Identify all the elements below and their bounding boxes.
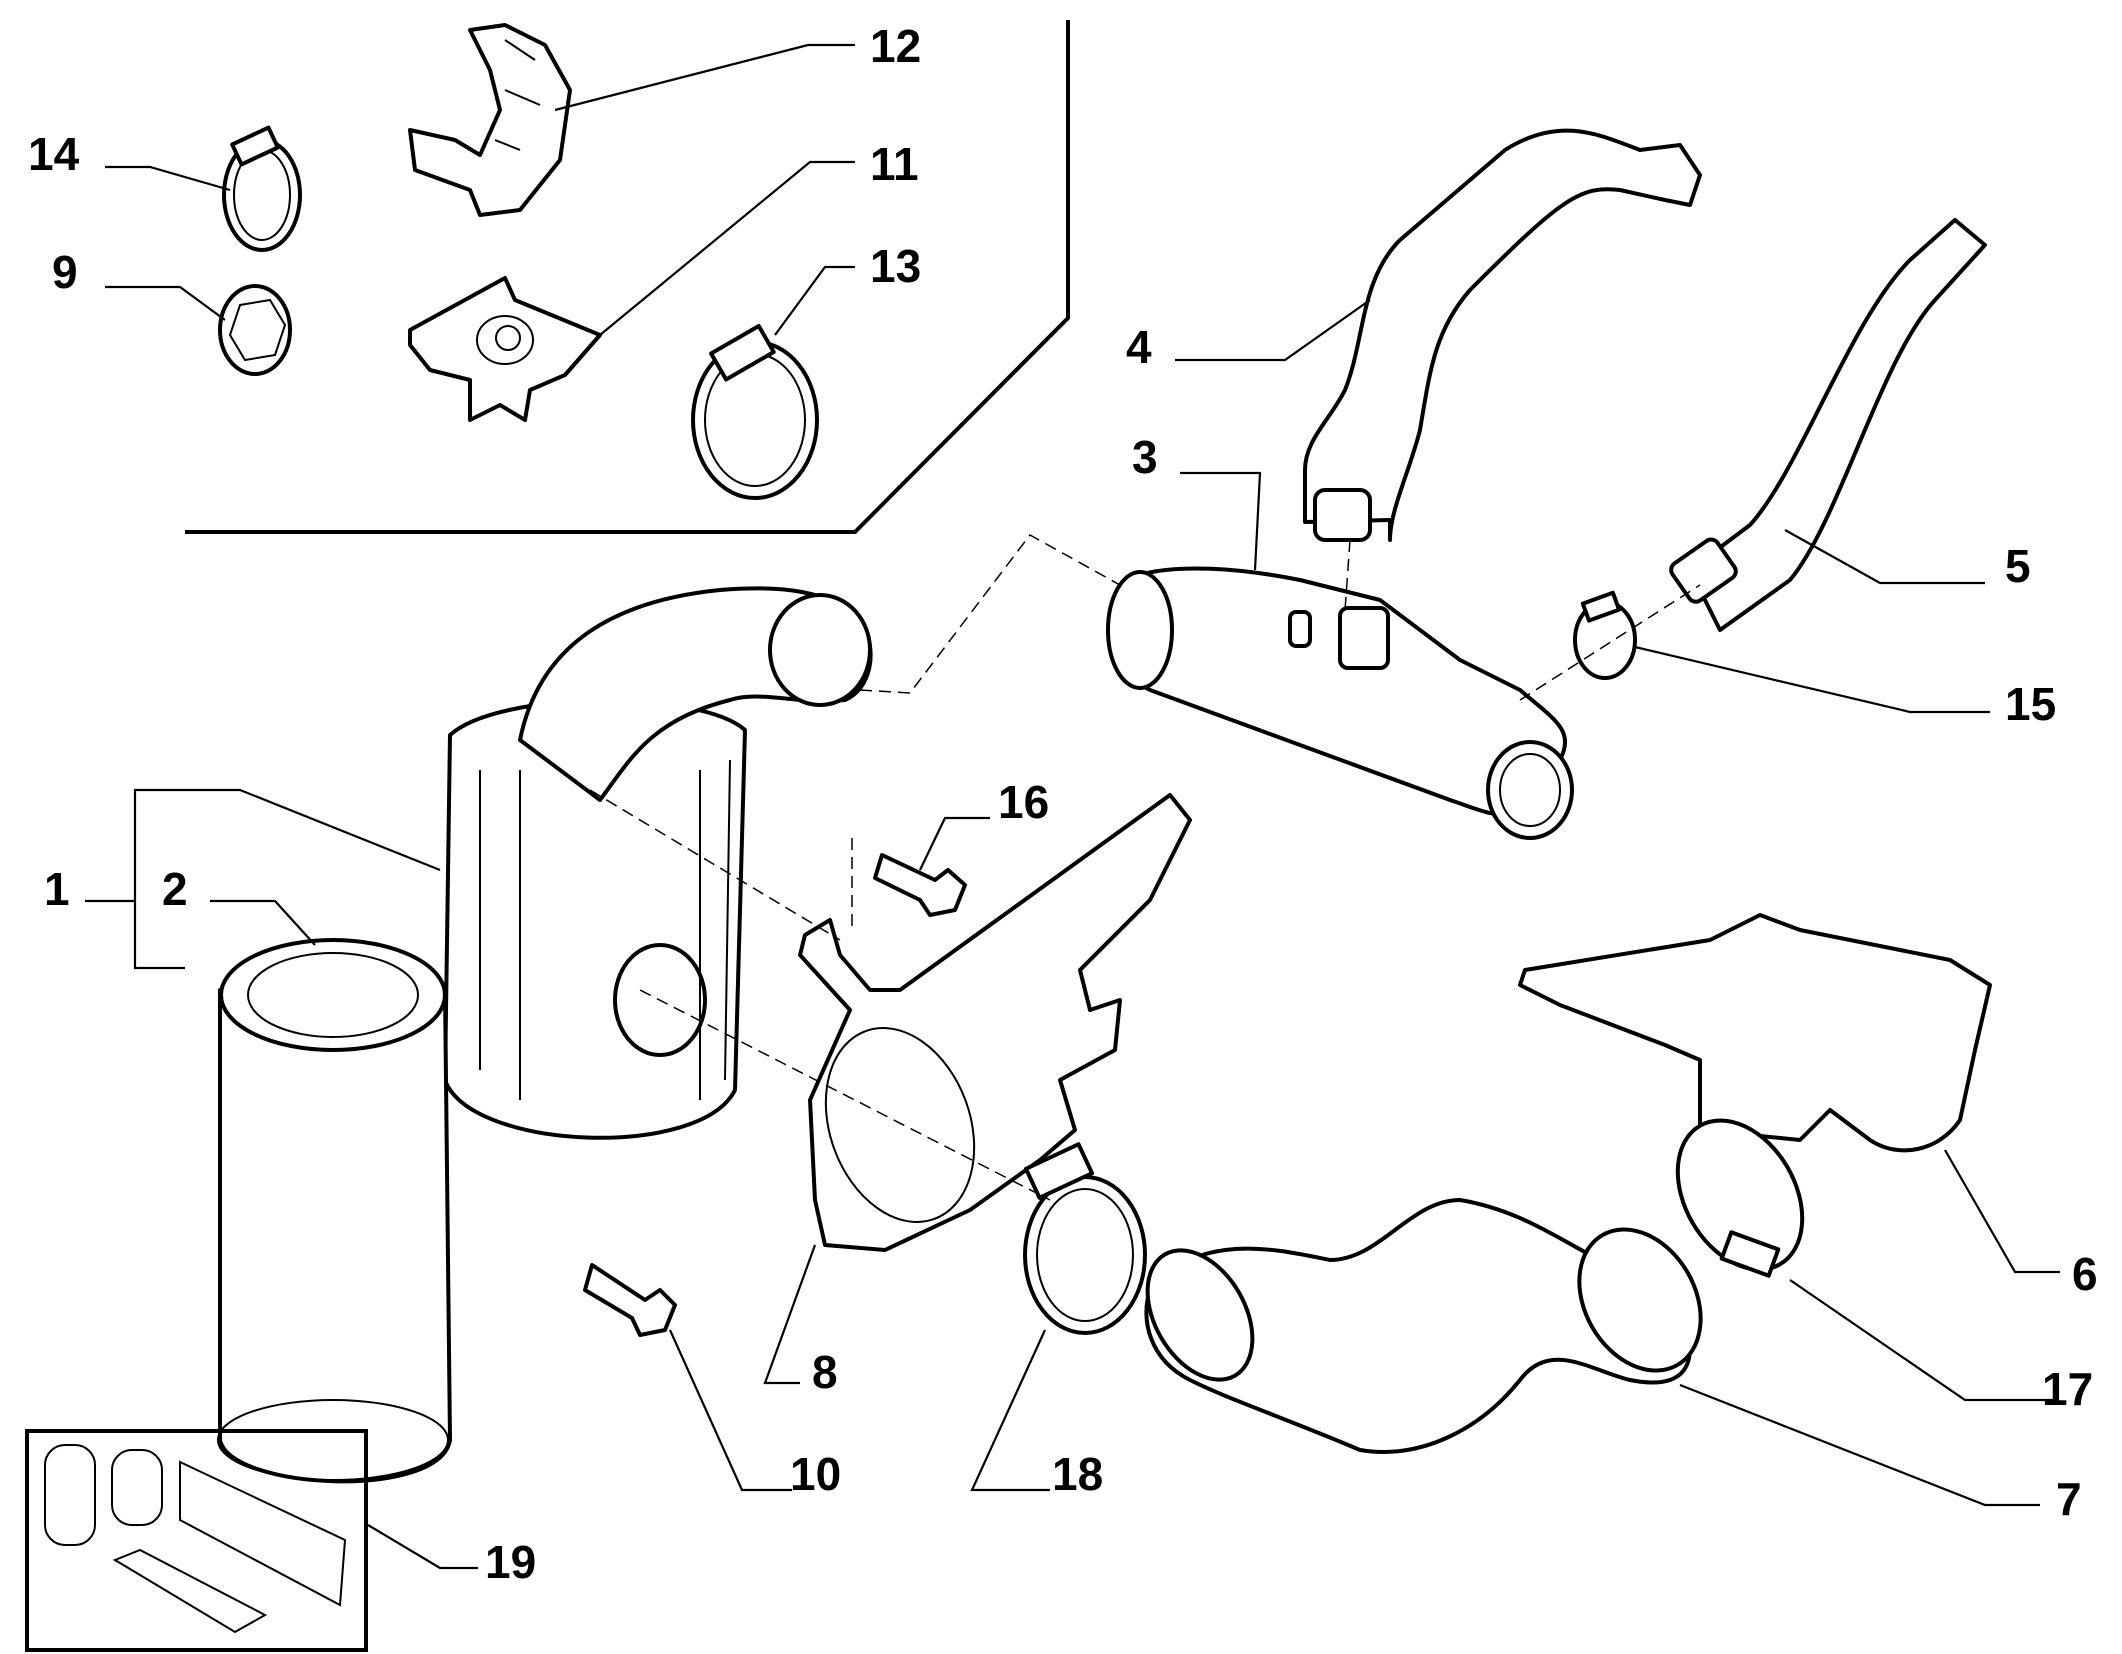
part-3-intake-pipe bbox=[1106, 566, 1574, 840]
callout-14: 14 bbox=[28, 128, 80, 180]
assembly-line bbox=[859, 534, 1121, 694]
callout-16: 16 bbox=[998, 776, 1049, 828]
part-14-hose-clamp bbox=[222, 125, 302, 252]
assembly-line bbox=[639, 989, 1051, 1201]
callout-9: 9 bbox=[52, 246, 78, 298]
callout-11: 11 bbox=[870, 138, 919, 190]
callout-15: 15 bbox=[2005, 678, 2056, 730]
callout-3: 3 bbox=[1132, 431, 1158, 483]
part-5-hose bbox=[1669, 218, 1987, 632]
assembly-line bbox=[589, 789, 841, 941]
part-12-clip bbox=[408, 23, 572, 217]
callout-10: 10 bbox=[790, 1448, 841, 1500]
callout-2: 2 bbox=[162, 863, 188, 915]
callout-5: 5 bbox=[2005, 540, 2031, 592]
part-10-bolt bbox=[583, 1263, 677, 1337]
part-17-clamp bbox=[1675, 1118, 1805, 1278]
callout-6: 6 bbox=[2072, 1248, 2098, 1300]
callout-19: 19 bbox=[485, 1536, 536, 1588]
callout-1: 1 bbox=[44, 863, 70, 915]
callout-12: 12 bbox=[870, 20, 921, 72]
callout-18: 18 bbox=[1052, 1448, 1103, 1500]
assembly-line bbox=[1519, 584, 1701, 701]
part-13-hose-clamp bbox=[691, 324, 819, 500]
part-2-filter-element bbox=[217, 938, 452, 1484]
assembly-line bbox=[1344, 539, 1351, 611]
part-6-duct bbox=[1518, 913, 1992, 1153]
part-19-service-kit bbox=[25, 1429, 368, 1652]
part-7-intake-hose bbox=[1144, 1198, 1703, 1454]
callout-13: 13 bbox=[870, 240, 921, 292]
leader-lines bbox=[85, 43, 2060, 1570]
part-1-air-filter-housing bbox=[443, 586, 873, 1140]
callout-8: 8 bbox=[812, 1346, 838, 1398]
part-18-clamp bbox=[1023, 1142, 1147, 1335]
callout-7: 7 bbox=[2056, 1473, 2082, 1525]
part-16-bolt bbox=[873, 853, 967, 917]
part-9-nut bbox=[218, 284, 292, 376]
callout-17: 17 bbox=[2042, 1363, 2093, 1415]
part-11-clip-bracket bbox=[408, 276, 602, 422]
callout-4: 4 bbox=[1126, 321, 1152, 373]
part-15-clamp bbox=[1573, 590, 1637, 680]
detail-group-frame bbox=[185, 20, 1070, 534]
part-4-hose bbox=[1303, 128, 1702, 542]
part-8-bracket bbox=[798, 793, 1192, 1252]
